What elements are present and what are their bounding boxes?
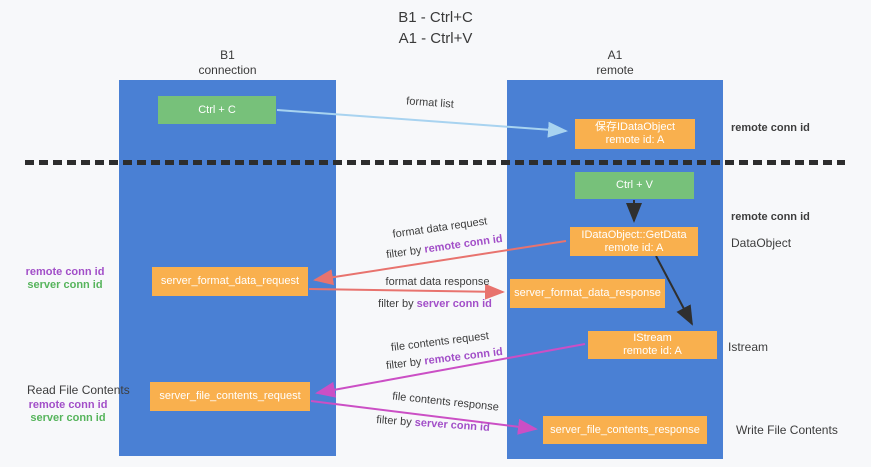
lane-header-a1: A1 remote xyxy=(507,48,723,78)
node-ctrl-v: Ctrl + V xyxy=(575,172,694,199)
arrow-format-data-response xyxy=(308,283,505,300)
lane-header-b1-name: B1 xyxy=(220,48,235,62)
node-idataobject-getdata-line2: remote id: A xyxy=(604,241,664,254)
title-line-1: B1 - Ctrl+C xyxy=(398,9,473,26)
diagram-title: B1 - Ctrl+C A1 - Ctrl+V xyxy=(0,7,871,49)
node-istream: IStream remote id: A xyxy=(588,331,717,359)
label-left-server-conn-id-bottom: server conn id xyxy=(30,412,106,424)
label-left-remote-conn-id-top: remote conn id xyxy=(25,266,105,278)
node-ctrl-v-label: Ctrl + V xyxy=(616,179,653,191)
node-server-format-data-response: server_format_data_response xyxy=(510,279,665,308)
label-filter-format-response: filter by server conn id xyxy=(365,298,505,311)
label-filter-file-response: filter by server conn id xyxy=(363,413,504,436)
label-format-data-response: format data response xyxy=(385,276,490,288)
label-filter-by-text: filter by xyxy=(385,243,426,262)
node-save-idataobject-line2: remote id: A xyxy=(605,134,665,146)
node-server-file-contents-response: server_file_contents_response xyxy=(543,416,707,444)
label-left-conn-ids-bottom: remote conn id server conn id xyxy=(23,399,113,425)
label-dataobject: DataObject xyxy=(731,236,792,250)
label-file-contents-response: file contents response xyxy=(391,390,500,414)
node-server-file-contents-response-label: server_file_contents_response xyxy=(550,423,700,436)
node-idataobject-getdata: IDataObject::GetData remote id: A xyxy=(570,227,698,256)
node-save-idataobject: 保存IDataObject remote id: A xyxy=(575,119,695,149)
node-ctrl-c: Ctrl + C xyxy=(158,96,276,124)
node-server-format-data-request-label: server_format_data_request xyxy=(160,275,300,287)
node-server-format-data-response-label: server_format_data_response xyxy=(514,287,661,299)
label-remote-conn-id: remote conn id xyxy=(423,232,504,256)
node-server-file-contents-request: server_file_contents_request xyxy=(150,382,310,411)
session-separator-line xyxy=(25,160,845,165)
label-filter-by-text: filter by xyxy=(385,355,426,373)
label-server-conn-id: server conn id xyxy=(416,298,492,310)
node-ctrl-c-label: Ctrl + C xyxy=(198,103,236,116)
label-format-list: format list xyxy=(405,95,455,111)
label-left-conn-ids-top: remote conn id server conn id xyxy=(20,266,110,292)
label-filter-by-text: filter by xyxy=(378,298,417,310)
label-istream: Istream xyxy=(728,340,769,354)
node-idataobject-getdata-line1: IDataObject::GetData xyxy=(581,228,687,241)
lane-header-a1-name: A1 xyxy=(607,48,623,62)
lane-header-b1: B1 connection xyxy=(119,48,336,78)
label-read-file-contents: Read File Contents xyxy=(27,383,130,397)
label-right-remote-conn-id-top: remote conn id xyxy=(731,122,810,134)
title-line-2: A1 - Ctrl+V xyxy=(398,30,473,47)
label-write-file-contents: Write File Contents xyxy=(736,423,838,437)
node-istream-line2: remote id: A xyxy=(623,345,682,357)
node-server-format-data-request: server_format_data_request xyxy=(152,267,308,296)
label-right-remote-conn-id-mid: remote conn id xyxy=(731,211,810,223)
lane-header-a1-role: remote xyxy=(596,63,634,77)
label-filter-by-text: filter by xyxy=(375,414,416,429)
label-server-conn-id: server conn id xyxy=(414,416,491,434)
lane-header-b1-role: connection xyxy=(198,63,257,77)
node-istream-line1: IStream xyxy=(633,332,672,344)
label-left-remote-conn-id-bottom: remote conn id xyxy=(28,399,108,411)
label-left-server-conn-id-top: server conn id xyxy=(27,279,103,291)
node-server-file-contents-request-label: server_file_contents_request xyxy=(159,390,301,402)
node-save-idataobject-line1: 保存IDataObject xyxy=(594,121,676,133)
